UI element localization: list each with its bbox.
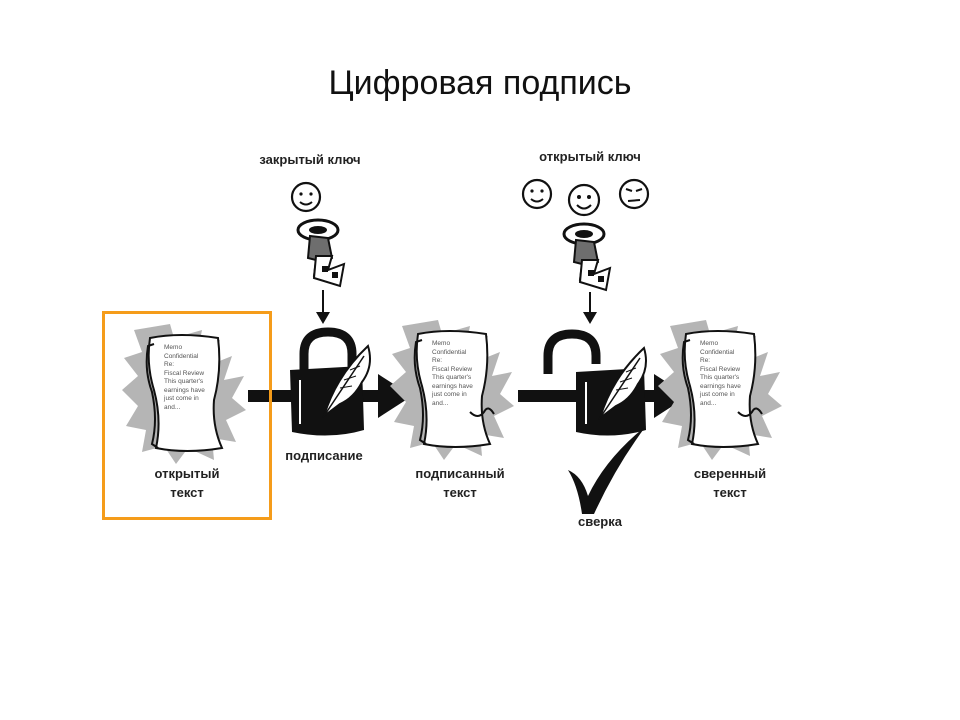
signing-label: подписание: [285, 448, 363, 463]
key-icon: [562, 222, 612, 292]
document-text: Memo Confidential Re: Fiscal Review This…: [164, 344, 222, 412]
down-arrow: [316, 290, 330, 324]
checkmark-icon: [568, 426, 646, 514]
doc-line: and...: [432, 399, 449, 407]
label-line: текст: [170, 485, 204, 500]
doc-line: Memo: [432, 340, 451, 347]
signed-text-label: подписанный текст: [390, 464, 530, 502]
verification-label: сверка: [578, 514, 622, 529]
face-icon: [290, 181, 322, 213]
flow-arrow-1: [248, 390, 300, 402]
doc-line: Re:: [432, 357, 443, 364]
doc-line: Fiscal Review: [432, 365, 473, 373]
doc-line: Confidential: [432, 348, 467, 356]
verified-text-label: сверенный текст: [660, 464, 800, 502]
face-icon: [618, 178, 650, 210]
public-key-label: открытый ключ: [539, 149, 641, 164]
signature-mark: [737, 407, 763, 417]
label-line: открытый: [154, 466, 220, 481]
signature-mark: [469, 407, 495, 417]
doc-line: Confidential: [700, 348, 735, 356]
doc-line: Fiscal Review: [164, 369, 205, 377]
highlight-box: [102, 311, 272, 520]
doc-line: This quarter's: [432, 374, 472, 381]
label-line: текст: [443, 485, 477, 500]
doc-line: Memo: [700, 340, 719, 347]
plain-text-label: открытый текст: [122, 464, 252, 502]
doc-line: earnings have: [164, 386, 205, 394]
doc-line: Fiscal Review: [700, 365, 741, 373]
doc-line: and...: [700, 399, 717, 407]
document-text: Memo Confidential Re: Fiscal Review This…: [432, 340, 490, 408]
down-arrow: [583, 292, 597, 324]
key-icon: [296, 218, 346, 288]
label-line: подписанный: [415, 466, 505, 481]
doc-line: Memo: [164, 344, 183, 351]
doc-line: and...: [164, 403, 181, 411]
page-title: Цифровая подпись: [328, 64, 632, 102]
doc-line: just come in: [164, 395, 199, 402]
doc-line: This quarter's: [164, 378, 204, 385]
doc-line: Confidential: [164, 352, 199, 360]
label-line: сверенный: [693, 466, 767, 481]
doc-line: Re:: [700, 357, 711, 364]
document-text: Memo Confidential Re: Fiscal Review This…: [700, 340, 758, 408]
private-key-label: закрытый ключ: [259, 152, 361, 167]
face-icon: [567, 183, 601, 217]
doc-line: earnings have: [432, 382, 473, 390]
doc-line: Re:: [164, 361, 175, 368]
doc-line: just come in: [700, 391, 735, 398]
label-line: текст: [713, 485, 747, 500]
face-icon: [521, 178, 553, 210]
doc-line: This quarter's: [700, 374, 740, 381]
flow-arrow-3: [518, 390, 576, 402]
doc-line: just come in: [432, 391, 467, 398]
doc-line: earnings have: [700, 382, 741, 390]
